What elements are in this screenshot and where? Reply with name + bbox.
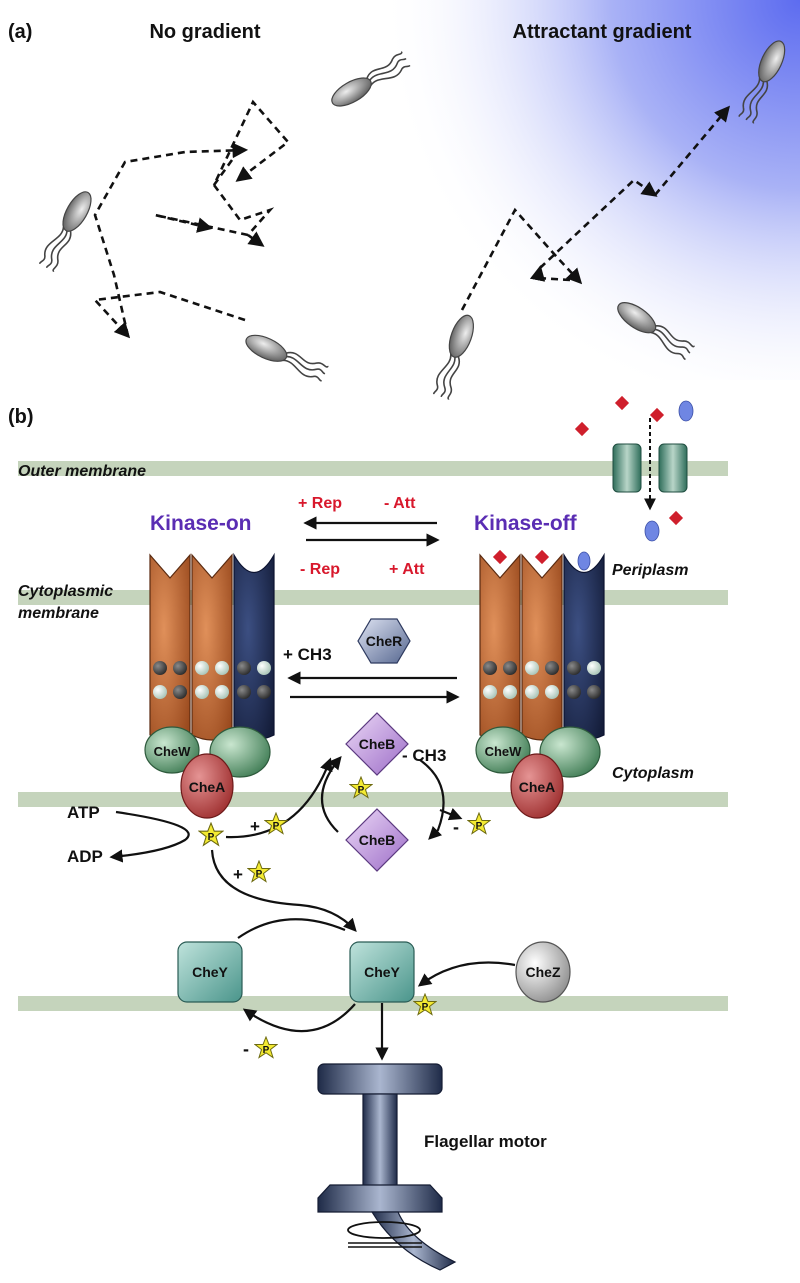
cher-label: CheR	[366, 633, 403, 649]
plus-att-label: + Att	[389, 561, 425, 578]
minus-rep-label: - Rep	[300, 561, 340, 578]
chea-to-chey-arrow	[210, 849, 357, 932]
attractant-ligands	[574, 395, 694, 542]
chea-label-left: CheA	[189, 779, 226, 795]
phospho-label: P	[263, 1045, 270, 1056]
phospho-label: P	[208, 832, 215, 843]
receptor-array-kinase-on	[144, 552, 275, 819]
cheb-phospho-arrow	[320, 755, 342, 833]
flagellar-motor-icon	[317, 1063, 457, 1271]
chea-label-right: CheA	[519, 779, 556, 795]
attractant-gradient-background	[360, 0, 800, 380]
kinase-off-label: Kinase-off	[474, 512, 578, 535]
phospho-release-arrow	[439, 807, 463, 821]
chez-ellipse	[515, 941, 571, 1003]
phospho-label: P	[422, 1002, 429, 1013]
random-walk-path	[92, 99, 290, 339]
biased-walk-path	[460, 105, 731, 311]
flagellar-motor-label: Flagellar motor	[424, 1132, 547, 1151]
chea-to-cheb-arrow	[225, 757, 333, 839]
chey-label-right: CheY	[364, 964, 400, 980]
methylation-sites	[153, 661, 271, 699]
bacterium-icon	[241, 329, 330, 386]
cytoplasmic-membrane-label-1: Cytoplasmic	[18, 583, 113, 600]
bacterium-icon	[35, 186, 98, 273]
adp-label: ADP	[67, 847, 103, 866]
plus-ch3-label: + CH3	[283, 645, 332, 664]
porin-channel-icon	[612, 418, 688, 511]
plus-sign: +	[250, 817, 260, 836]
chey-box-unphosphorylated	[177, 941, 243, 1003]
cheb-phospho-diamond	[345, 712, 409, 776]
minus-ch3-label: - CH3	[402, 746, 446, 765]
cheb-label-bottom: CheB	[359, 832, 396, 848]
chey-dephospho-arrow	[242, 1003, 356, 1033]
atp-to-adp-arrow	[109, 810, 190, 863]
plus-sign: +	[233, 865, 243, 884]
phospho-label: P	[476, 821, 483, 832]
cheb-diamond	[345, 808, 409, 872]
cheb-dephospho-arrow	[419, 759, 445, 840]
chey-upper-arc	[237, 918, 346, 939]
attractant-gradient-title: Attractant gradient	[513, 21, 692, 43]
chey-label-left: CheY	[192, 964, 228, 980]
panel-b-label: (b)	[8, 406, 34, 428]
cher-hexagon	[357, 618, 411, 664]
phospho-label: P	[358, 785, 365, 796]
panel-a-label: (a)	[8, 21, 32, 43]
methylation-sites	[483, 661, 601, 699]
phospho-label: P	[273, 821, 280, 832]
chez-label: CheZ	[526, 964, 561, 980]
receptor-array-kinase-off	[475, 549, 605, 819]
chew-label-right: CheW	[485, 744, 523, 759]
outer-membrane	[18, 461, 728, 476]
chez-arrow	[417, 961, 516, 987]
cytoplasmic-membrane-label-2: membrane	[18, 605, 99, 622]
inner-membrane-band	[18, 792, 728, 807]
minus-sign: -	[243, 1039, 249, 1059]
periplasm-label: Periplasm	[612, 562, 688, 579]
phospho-label: P	[256, 869, 263, 880]
cytoplasm-label: Cytoplasm	[612, 765, 694, 782]
minus-sign: -	[453, 817, 459, 837]
chey-box-phosphorylated	[349, 941, 415, 1003]
minus-att-label: - Att	[384, 495, 416, 512]
chew-label-left: CheW	[154, 744, 192, 759]
outer-membrane-label: Outer membrane	[18, 463, 146, 480]
atp-label: ATP	[67, 803, 100, 822]
cytoplasmic-membrane	[18, 590, 728, 605]
no-gradient-title: No gradient	[149, 21, 260, 43]
kinase-on-label: Kinase-on	[150, 512, 252, 535]
cheb-label-top: CheB	[359, 736, 396, 752]
plus-rep-label: + Rep	[298, 495, 342, 512]
